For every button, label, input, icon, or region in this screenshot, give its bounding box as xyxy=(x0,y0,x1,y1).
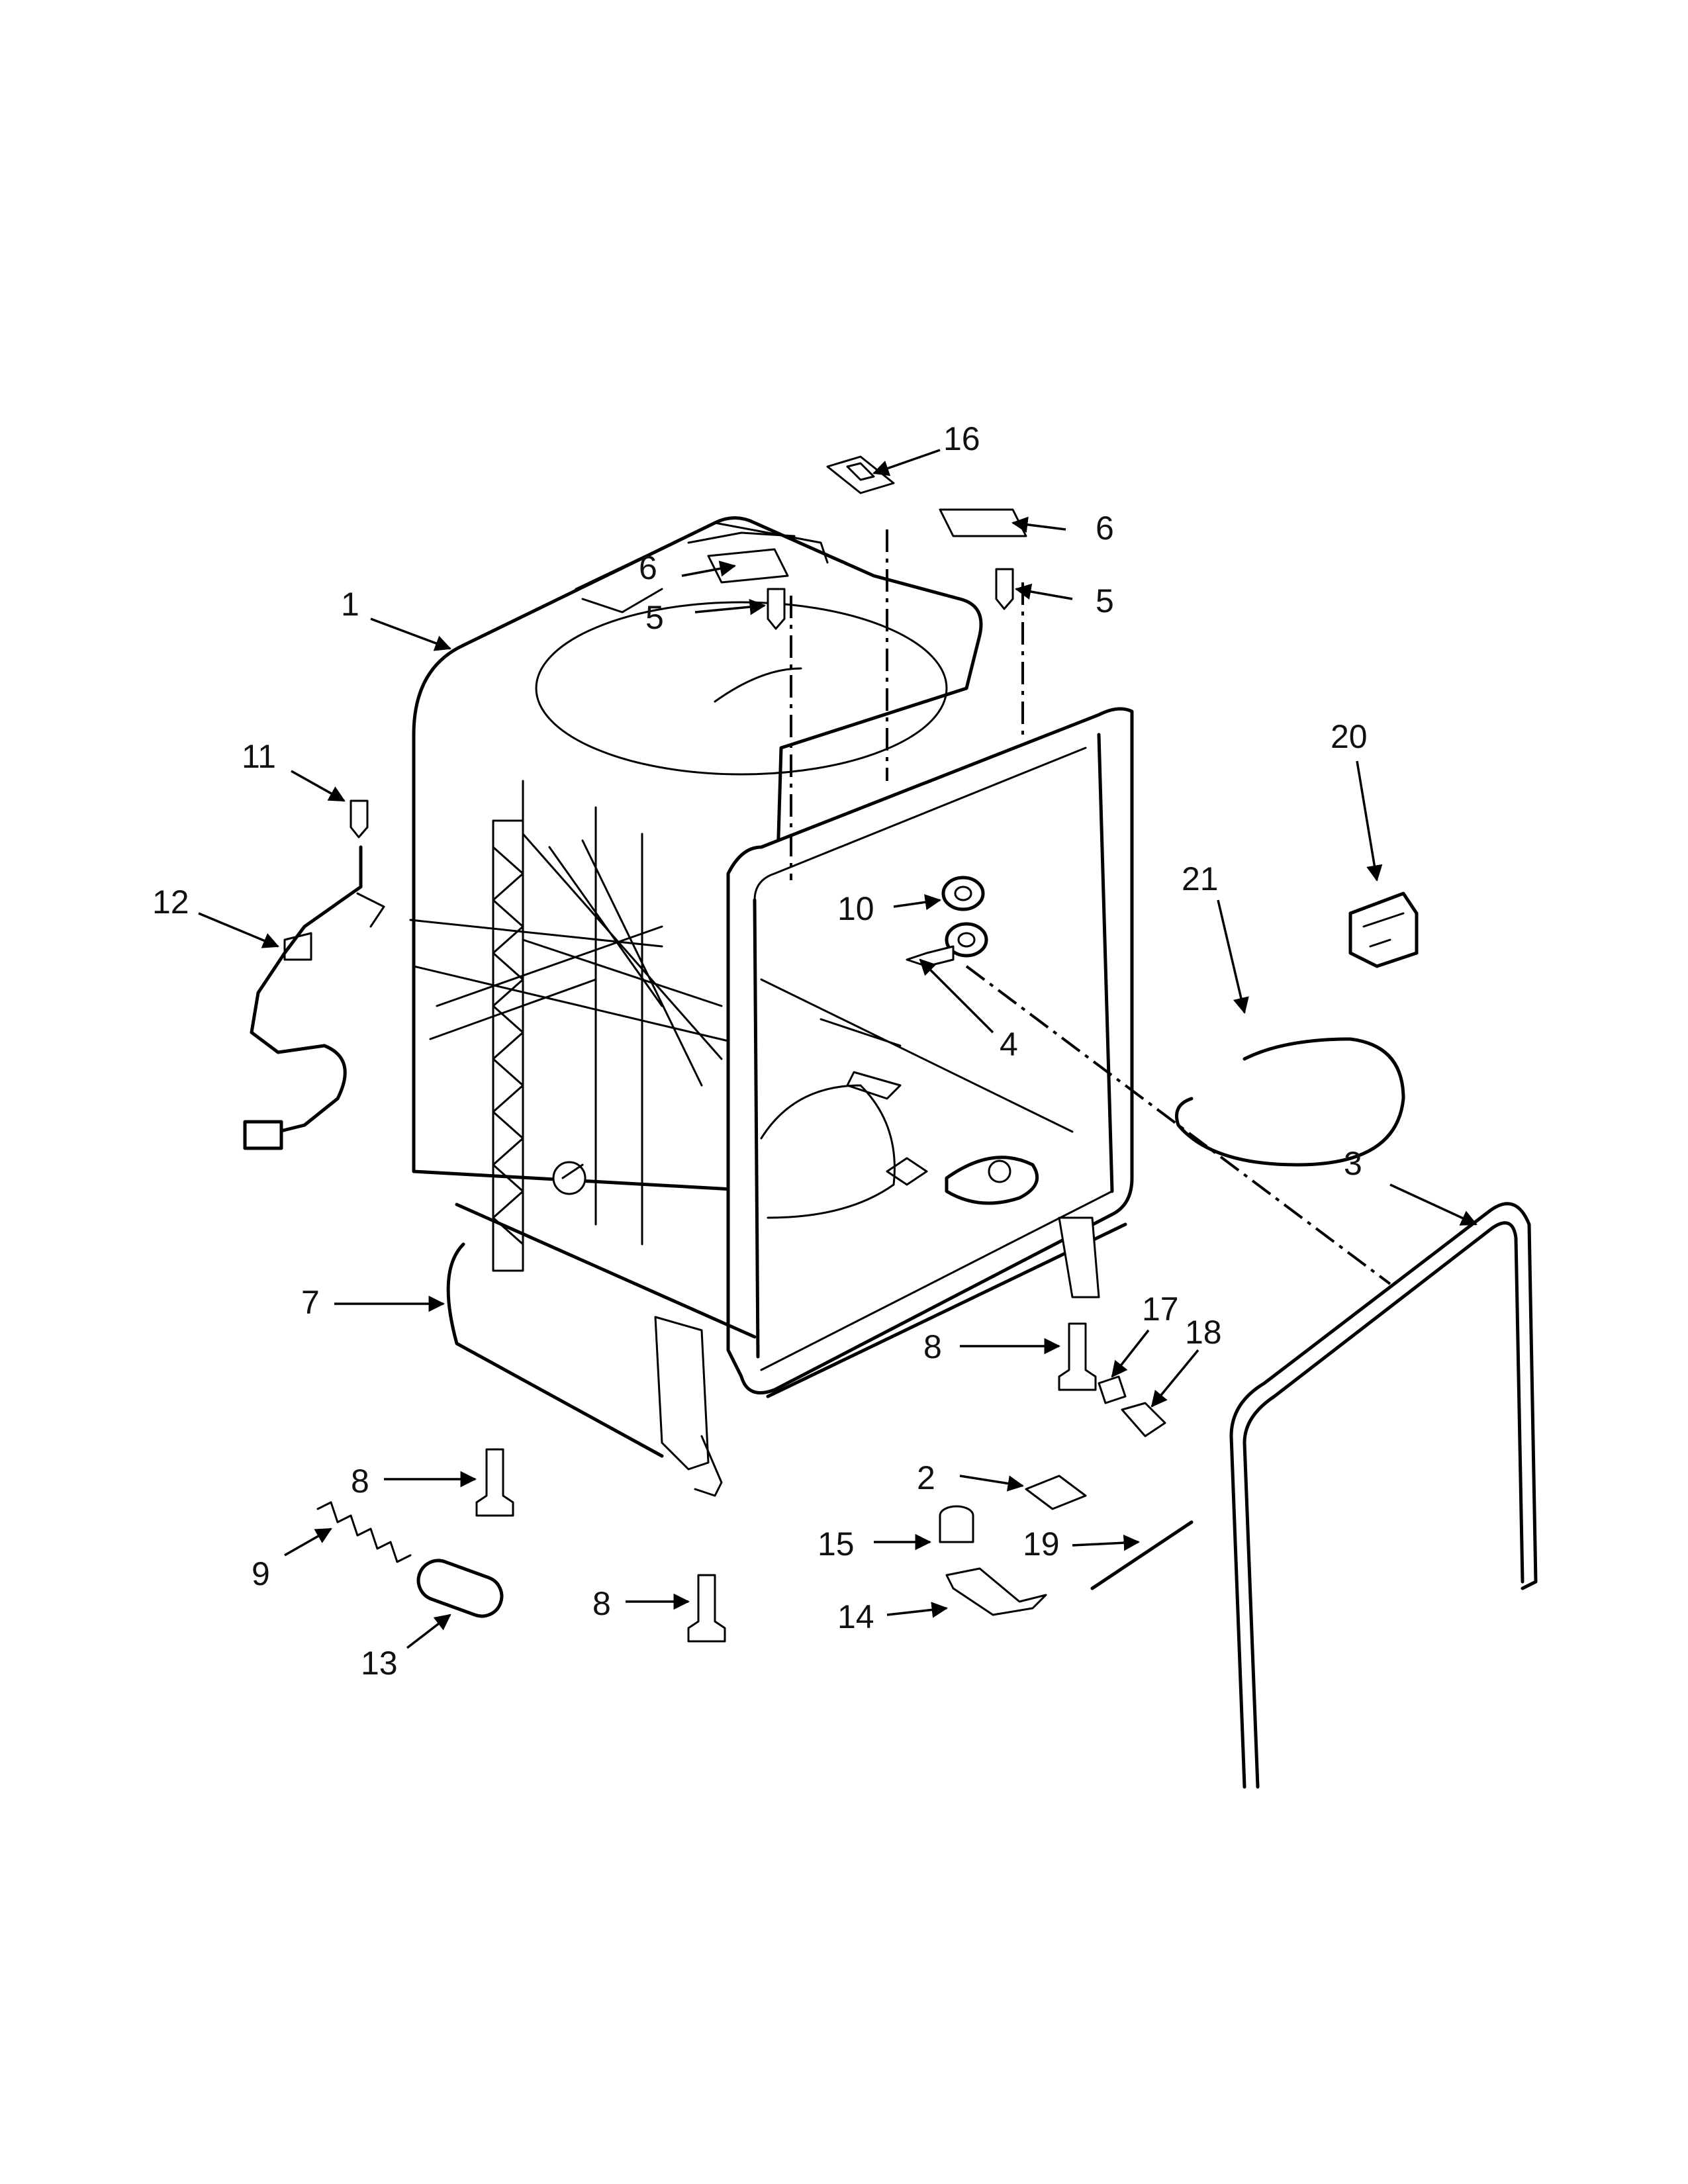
tub xyxy=(409,516,1134,1497)
part-6-bracket-left xyxy=(707,548,789,584)
callout-6-left: 6 xyxy=(639,549,657,586)
part-17-washer xyxy=(1098,1375,1127,1404)
part-2-plate xyxy=(1025,1475,1087,1510)
part-15-thermostat xyxy=(939,1505,974,1543)
callout-11: 11 xyxy=(242,738,276,775)
callout-8-right: 8 xyxy=(923,1328,942,1365)
callout-15: 15 xyxy=(818,1525,855,1563)
callout-14: 14 xyxy=(837,1598,874,1635)
callout-20: 20 xyxy=(1331,718,1368,755)
callout-12: 12 xyxy=(152,884,189,921)
part-3-door-gasket xyxy=(1229,1202,1538,1789)
part-16-clip xyxy=(826,455,895,494)
callout-18: 18 xyxy=(1185,1314,1222,1351)
callout-7: 7 xyxy=(301,1284,320,1321)
callout-labels: 1 2 3 4 5 5 6 6 7 8 8 8 9 10 11 12 13 14… xyxy=(152,420,1368,1682)
part-5-screw-right xyxy=(995,568,1014,610)
part-19-rod xyxy=(1090,1520,1194,1590)
callout-16: 16 xyxy=(943,420,980,457)
callout-5-right: 5 xyxy=(1096,582,1114,619)
callout-17: 17 xyxy=(1142,1291,1179,1328)
callout-5-left: 5 xyxy=(645,599,664,636)
part-21-wire xyxy=(1175,1037,1405,1167)
callout-21: 21 xyxy=(1182,860,1219,897)
callout-13: 13 xyxy=(361,1645,398,1682)
callout-8-left: 8 xyxy=(351,1463,369,1500)
callout-8-bottom: 8 xyxy=(592,1585,611,1622)
part-8-legs xyxy=(475,1322,1097,1643)
callout-9: 9 xyxy=(252,1555,270,1592)
callout-arrows xyxy=(198,449,1477,1649)
callout-10: 10 xyxy=(837,890,874,927)
callout-3: 3 xyxy=(1344,1145,1362,1182)
part-7-gasket-strip xyxy=(446,1242,664,1458)
part-20-bracket xyxy=(1348,891,1419,968)
part-5-screw-left xyxy=(767,588,786,630)
part-10-grommets xyxy=(941,876,988,958)
part-11-screw xyxy=(350,799,369,839)
part-13-pad xyxy=(416,1559,504,1618)
callout-4: 4 xyxy=(1000,1026,1018,1063)
callout-19: 19 xyxy=(1023,1525,1060,1563)
part-9-spring xyxy=(316,1501,412,1563)
callout-2: 2 xyxy=(917,1459,935,1496)
part-18-screw xyxy=(1121,1402,1166,1437)
callout-1: 1 xyxy=(341,586,359,623)
part-14-bracket xyxy=(945,1567,1047,1616)
callout-6-right: 6 xyxy=(1096,510,1114,547)
part-12-power-cord xyxy=(243,845,385,1150)
part-6-bracket-right xyxy=(939,508,1027,537)
